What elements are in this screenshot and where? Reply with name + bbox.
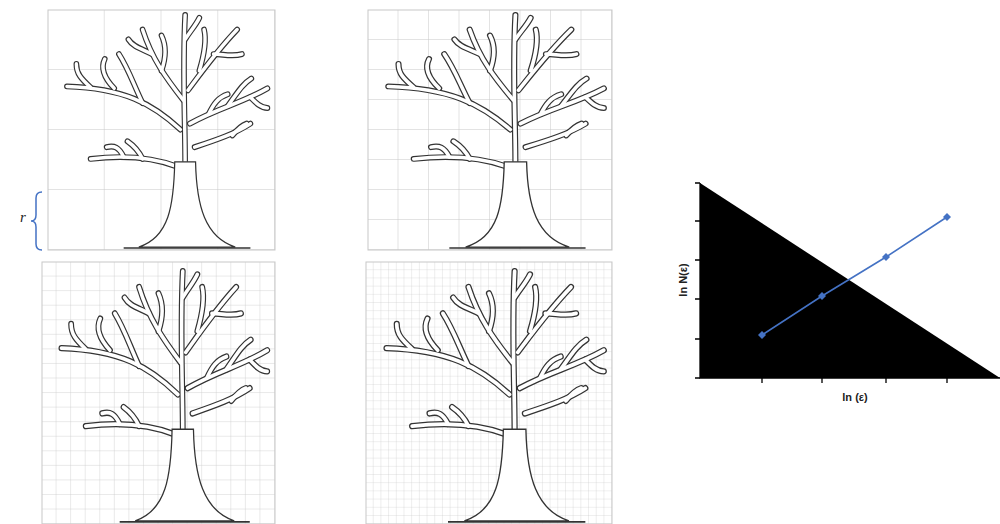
grid-panel [366,262,612,524]
axis-title: ln (ε) [842,391,867,403]
grid-panel [42,262,275,524]
axis-title: ln N(ε) [677,263,689,296]
size-label: r [20,209,26,226]
grid-panel [48,10,275,250]
data-series [758,213,951,339]
size-bracket [31,192,42,250]
chart [695,183,1000,383]
grid-panel [368,10,612,250]
